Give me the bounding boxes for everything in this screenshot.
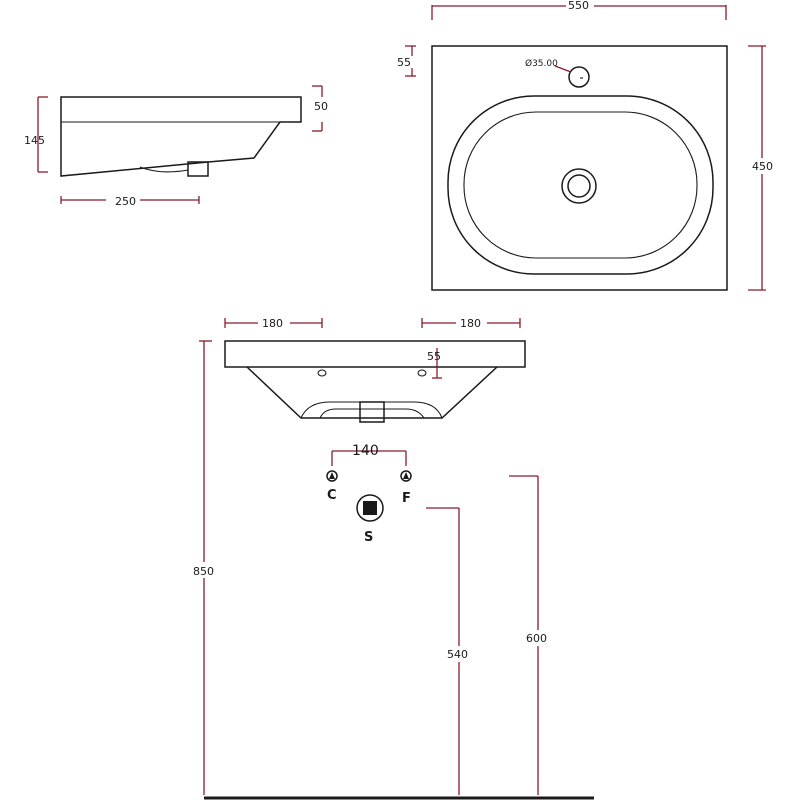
top-view-drain-outer xyxy=(561,168,597,204)
dim-connections-spacing: 140 xyxy=(331,443,407,466)
top-view-outline xyxy=(431,45,728,291)
dim-connections-spacing-label: 140 xyxy=(352,443,379,459)
dim-side-depth-label: 250 xyxy=(115,195,136,208)
front-view-rim xyxy=(224,340,526,368)
front-view: 180 180 55 140 C xyxy=(192,317,594,800)
hot-supply-icon xyxy=(400,470,412,482)
dim-top-width-label: 550 xyxy=(568,0,589,12)
front-view-hole-left xyxy=(317,369,327,377)
dim-side-rim: 50 xyxy=(312,85,328,132)
side-view: 145 50 250 xyxy=(24,85,328,208)
hot-supply-label: F xyxy=(402,491,411,506)
waste-outlet-icon xyxy=(356,494,384,522)
tap-hole-diameter-label: Ø35.00 xyxy=(525,58,558,69)
front-view-body xyxy=(246,366,498,419)
dim-top-width: 550 xyxy=(431,0,727,20)
dim-waste-height: 540 xyxy=(426,507,471,795)
dim-side-height-label: 145 xyxy=(24,134,45,147)
waste-outlet-label: S xyxy=(364,530,373,545)
dim-rim-height-label: 850 xyxy=(193,565,214,578)
tap-hole-leader xyxy=(554,65,572,73)
dim-front-left-hole-label: 180 xyxy=(262,317,283,330)
top-view-tap-hole xyxy=(568,66,590,88)
side-view-bowl-curve xyxy=(139,166,189,173)
dim-side-rim-label: 50 xyxy=(314,100,328,113)
cold-supply-icon xyxy=(326,470,338,482)
side-view-waste-outlet xyxy=(187,161,209,177)
front-view-hole-right xyxy=(417,369,427,377)
dim-front-right-hole: 180 xyxy=(421,317,521,330)
cold-supply-label: C xyxy=(327,488,337,503)
dim-waste-height-label: 540 xyxy=(447,648,468,661)
top-view-bowl-outer xyxy=(447,95,714,275)
top-view: Ø35.00 550 450 55 xyxy=(394,0,774,291)
side-view-basin-outline xyxy=(60,96,302,177)
dim-side-height: 145 xyxy=(24,96,48,173)
top-view-bowl-inner xyxy=(463,111,698,259)
dim-front-rim-offset: 55 xyxy=(427,348,442,379)
dim-front-rim-offset-label: 55 xyxy=(427,350,441,363)
dim-rim-height: 850 xyxy=(192,340,216,795)
dim-front-left-hole: 180 xyxy=(224,317,323,330)
dim-supply-height: 600 xyxy=(509,475,550,795)
dim-side-depth: 250 xyxy=(60,195,200,208)
front-view-bowl-inner-curve xyxy=(319,408,425,419)
dim-top-depth-label: 450 xyxy=(752,160,773,173)
top-view-drain-inner xyxy=(567,174,591,198)
dim-top-depth: 450 xyxy=(748,45,774,291)
front-view-waste-outlet xyxy=(359,401,385,423)
dim-top-tap-offset-label: 55 xyxy=(397,56,411,69)
dim-front-right-hole-label: 180 xyxy=(460,317,481,330)
dim-supply-height-label: 600 xyxy=(526,632,547,645)
front-view-bowl-curve xyxy=(300,401,443,419)
dim-top-tap-offset: 55 xyxy=(394,45,416,77)
